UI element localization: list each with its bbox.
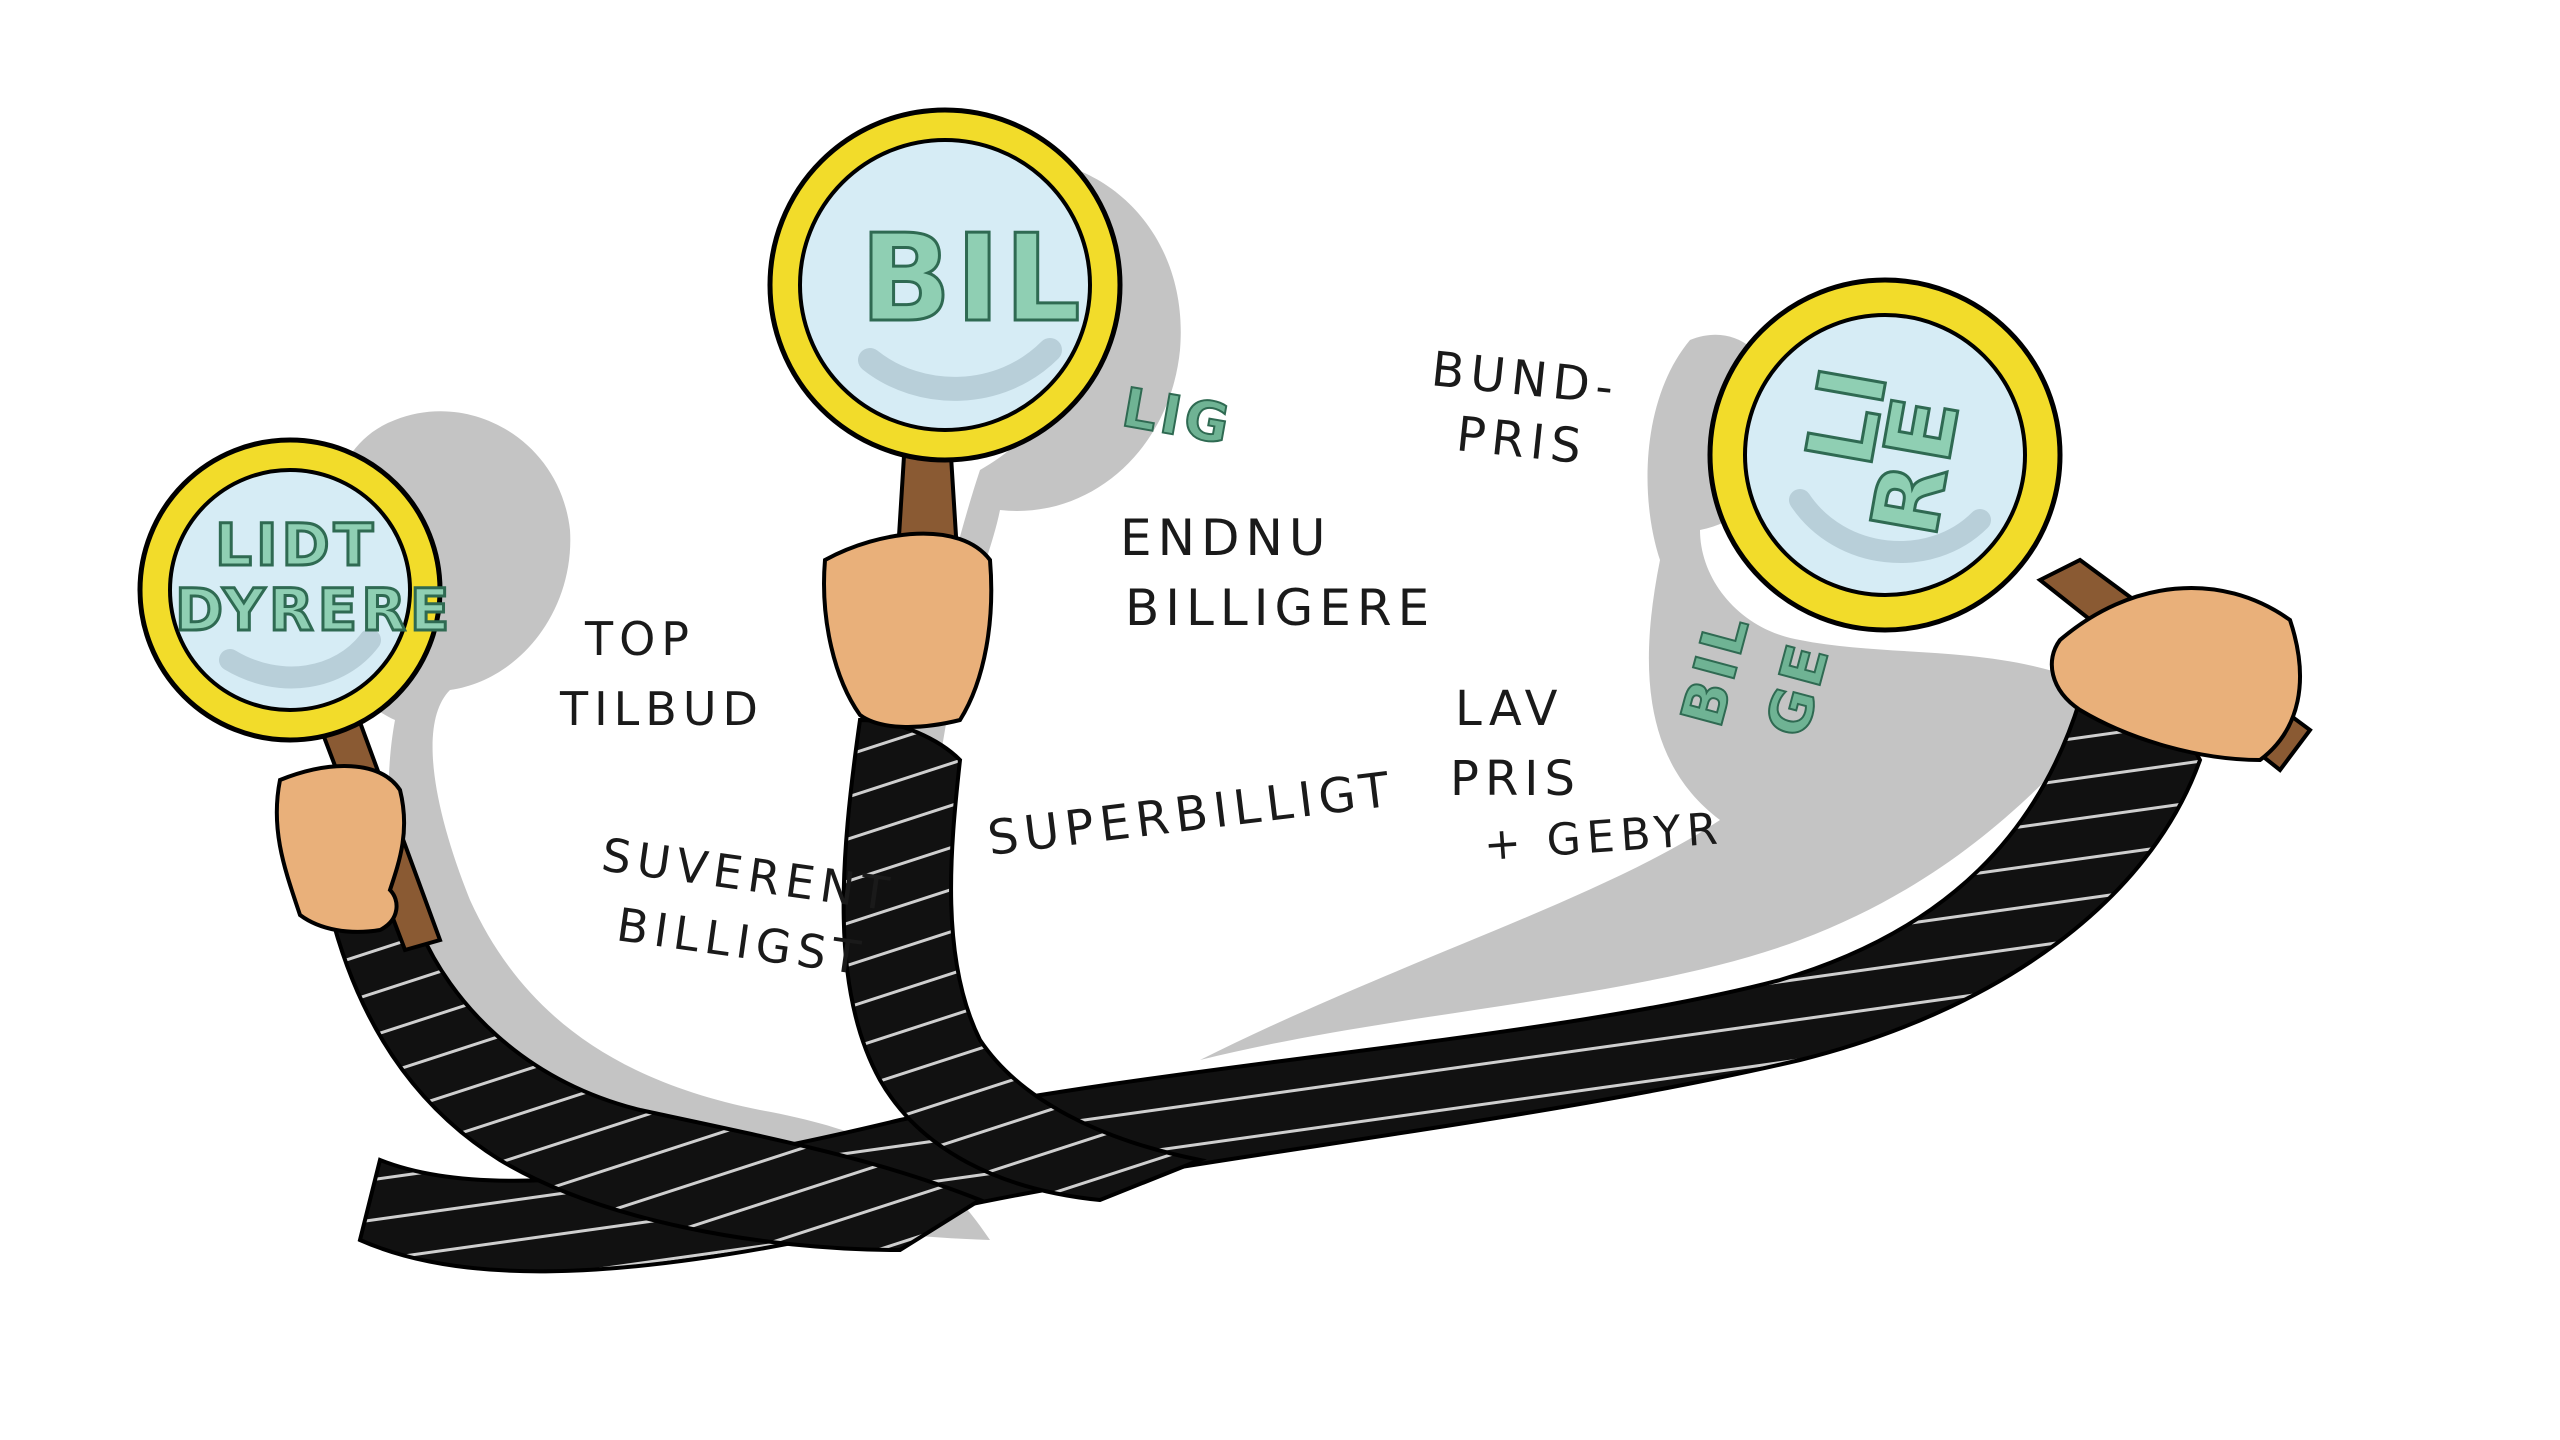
label-tilbud: TILBUD bbox=[559, 682, 764, 736]
label-lav: LAV bbox=[1455, 681, 1563, 737]
middle-hand bbox=[822, 531, 994, 729]
right-lens-word-1: LI bbox=[1786, 356, 1909, 474]
label-billigere: BILLIGERE bbox=[1125, 579, 1435, 637]
label-top: TOP bbox=[584, 612, 695, 666]
arms bbox=[327, 697, 2203, 1274]
left-magnifier: LIDT DYRERE bbox=[137, 437, 454, 953]
middle-lens-glare bbox=[858, 338, 1062, 401]
middle-arm-sleeve bbox=[841, 717, 1207, 1203]
left-lens-glare bbox=[219, 629, 381, 689]
label-superbilligt: SUPERBILLIGT bbox=[985, 761, 1399, 867]
left-hand bbox=[274, 764, 407, 934]
label-lavpris: PRIS bbox=[1450, 751, 1581, 807]
label-endnu: ENDNU bbox=[1120, 509, 1332, 567]
label-bundpris: PRIS bbox=[1454, 406, 1590, 475]
right-hand bbox=[2049, 586, 2302, 763]
right-arm-sleeve bbox=[357, 697, 2203, 1274]
middle-lens-word: BIL bbox=[860, 210, 1085, 349]
middle-magnifier: BIL LIG bbox=[767, 107, 1239, 729]
right-lens-word-2: RE bbox=[1851, 386, 1981, 544]
right-lens-shadow bbox=[1200, 334, 2120, 1061]
left-lens-word-2: DYRERE bbox=[175, 576, 454, 644]
right-magnifier: LI RE BIL GE bbox=[1667, 277, 2313, 773]
left-lens-word-1: LIDT bbox=[215, 511, 377, 579]
right-lens-glare bbox=[1789, 489, 1991, 563]
label-bund: BUND- bbox=[1429, 341, 1622, 416]
left-arm-sleeve bbox=[327, 904, 985, 1253]
